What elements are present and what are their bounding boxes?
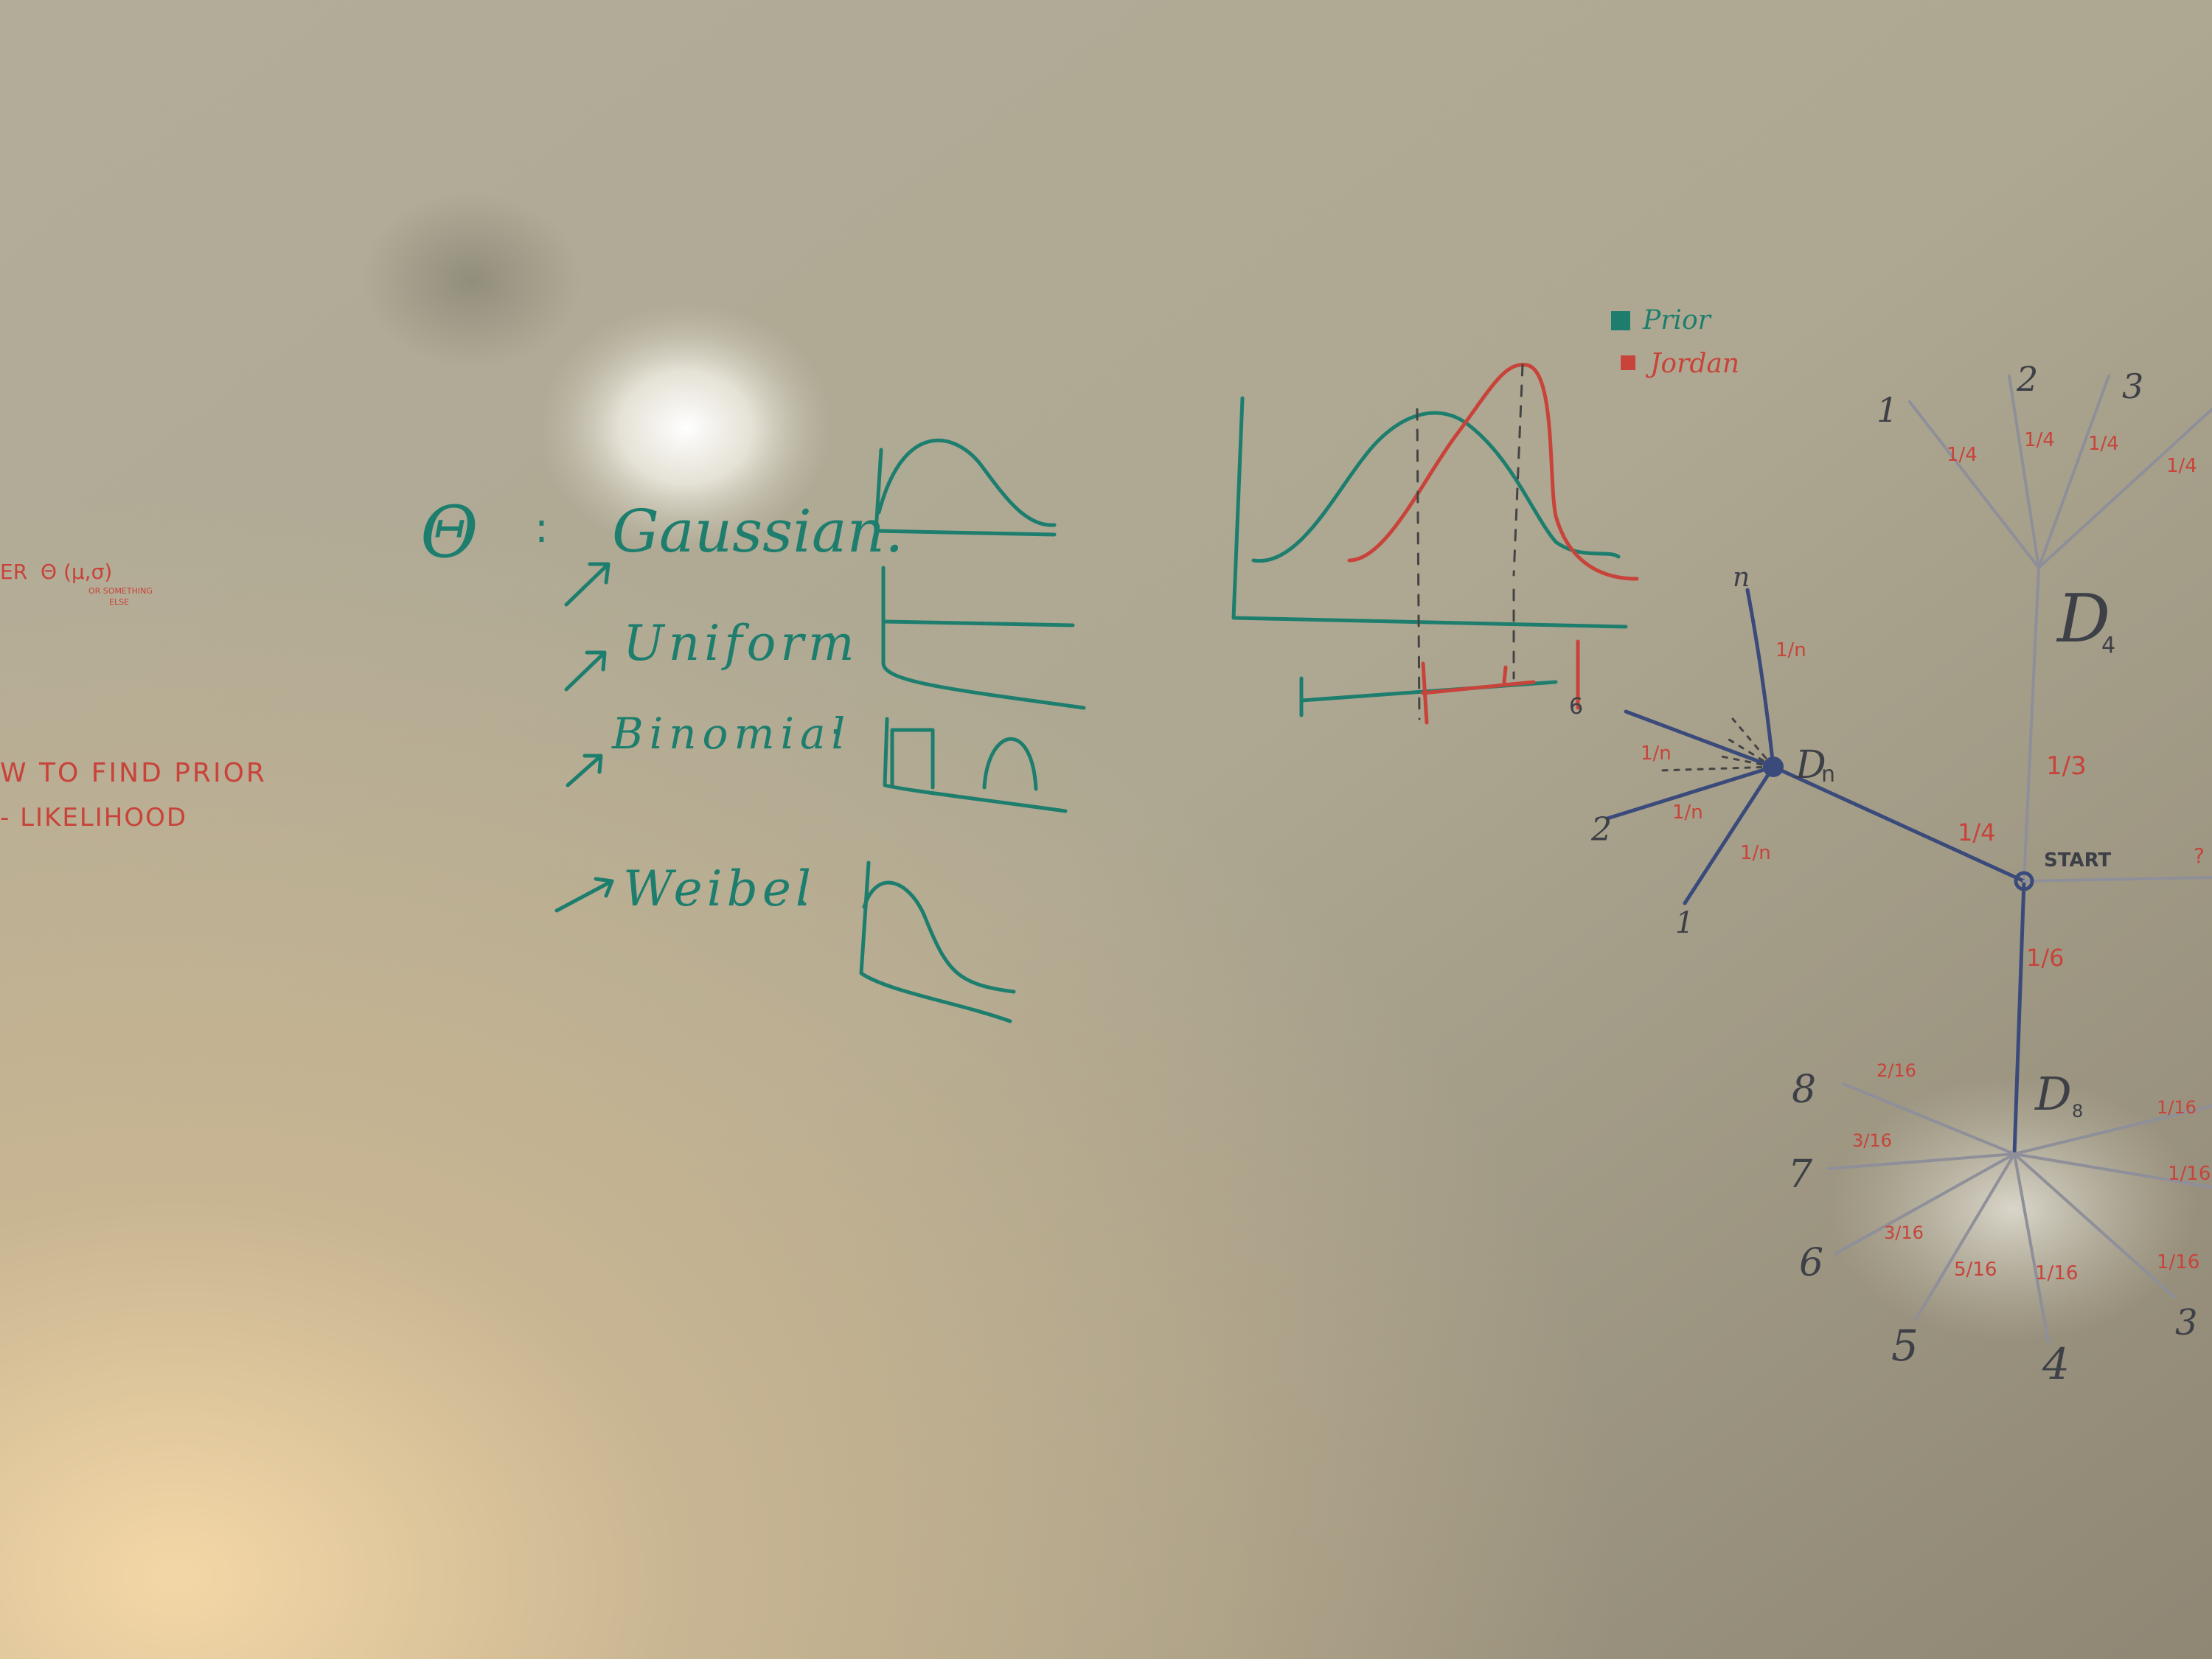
node-dn <box>1763 757 1784 777</box>
small-note-1: OR SOMETHING <box>88 586 153 596</box>
legend-label-prior: Prior <box>1642 305 1712 335</box>
dn-prob-dotted: 1/n <box>1641 742 1672 765</box>
board-stain <box>361 192 582 369</box>
dist-label-weibel: Weibel <box>623 860 815 917</box>
find-prior-line: W TO FIND PRIOR <box>0 758 267 788</box>
node-d8-subscript: 8 <box>2072 1101 2083 1121</box>
d8-prob-4: 1/16 <box>2035 1262 2078 1284</box>
d8-leaf-4: 4 <box>2042 1339 2070 1389</box>
distribution-list: Θ : Gaussian. Uniform : Binomial : Weibe… <box>420 438 1086 1023</box>
arrow-gaussian <box>564 562 611 607</box>
d8-prob-7: 3/16 <box>1852 1130 1892 1151</box>
left-notes: ER Θ (μ,σ) OR SOMETHING ELSE W TO FIND P… <box>0 560 267 832</box>
light-glare <box>538 302 833 553</box>
d8-prob-3: 1/16 <box>2157 1251 2199 1273</box>
theta-params: Θ (μ,σ) <box>41 560 112 584</box>
d4-prob-4: 1/4 <box>2166 455 2197 477</box>
d8-prob-2: 1/16 <box>2168 1163 2211 1185</box>
edge-start-d8 <box>2012 879 2026 1156</box>
gaussian-curve <box>877 438 1057 527</box>
prior-legend: Prior Jordan <box>1611 305 1739 379</box>
dn-leaf-n: n <box>1733 563 1750 593</box>
d8-prob-1: 1/16 <box>2157 1097 2197 1118</box>
prior-chart: Prior Jordan 6 <box>1231 305 1739 725</box>
d8-prob-8: 2/16 <box>1877 1060 1916 1081</box>
dn-prob-2: 1/n <box>1672 801 1703 824</box>
d8-leaf-3: 3 <box>2175 1302 2198 1343</box>
prior-mean-line <box>1416 408 1421 720</box>
param-line-fragment: ER <box>0 560 27 584</box>
binomial-bars <box>890 728 1038 791</box>
d4-prob-3: 1/4 <box>2088 433 2119 455</box>
d8-leaf-8: 8 <box>1792 1068 1816 1112</box>
node-dn-subscript: n <box>1821 762 1835 787</box>
dice-tree: 1 2 3 1/4 1/4 1/4 1/4 D 4 n 2 1 1/n 1/n … <box>1590 359 2212 1389</box>
d8-leaf-5: 5 <box>1891 1321 1919 1371</box>
d4-leaf-2: 2 <box>2016 359 2038 399</box>
edge-start-d4 <box>2023 566 2040 883</box>
dist-label-uniform: Uniform <box>623 615 859 672</box>
d4-prob-2: 1/4 <box>2024 429 2055 451</box>
node-d4-label: D <box>2056 580 2110 658</box>
axis-tick-label: 6 <box>1569 694 1583 720</box>
uniform-axes <box>881 566 1086 710</box>
arrow-weibel <box>554 877 614 913</box>
dn-prob-n: 1/n <box>1775 639 1806 661</box>
dn-prob-1: 1/n <box>1740 842 1771 864</box>
light-glare-right <box>1829 1077 2197 1342</box>
prior-axes <box>1231 396 1628 629</box>
edge-start-unknown <box>2023 876 2212 883</box>
dist-label-gaussian: Gaussian. <box>612 497 903 566</box>
weibel-curve <box>862 880 1016 994</box>
dist-colon-uniform: : <box>824 619 837 661</box>
node-dn-label: D <box>1795 743 1826 787</box>
legend-label-jordan: Jordan <box>1645 349 1739 379</box>
d8-leaf-7: 7 <box>1788 1152 1813 1197</box>
d8-leaf-6: 6 <box>1799 1241 1823 1285</box>
gaussian-axes <box>874 448 1057 537</box>
likelihood-line: - LIKELIHOOD <box>0 803 187 832</box>
dist-label-binomial: Binomial <box>611 709 851 759</box>
edge-weight-dn: 1/4 <box>1958 818 1996 846</box>
node-unknown-label: ? <box>2194 844 2205 868</box>
node-d4-subscript: 4 <box>2101 633 2115 658</box>
d4-prob-1: 1/4 <box>1947 444 1978 466</box>
node-start-label: START <box>2044 849 2111 872</box>
d4-leaf-1: 1 <box>1877 390 1898 430</box>
d8-branches <box>1827 1082 2212 1343</box>
small-note-2: ELSE <box>109 597 129 607</box>
dn-branches <box>1605 588 1775 905</box>
uniform-line <box>883 619 1075 627</box>
dn-leaf-2: 2 <box>1590 811 1612 849</box>
theta-colon: : <box>535 504 549 552</box>
dist-colon-weibel: : <box>796 872 809 914</box>
binomial-axes <box>883 717 1068 813</box>
node-start <box>2014 871 2034 891</box>
node-d8-label: D <box>2034 1067 2072 1121</box>
d8-prob-5: 5/16 <box>1954 1259 1997 1281</box>
edge-start-dn <box>1771 765 2026 883</box>
d4-leaf-3: 3 <box>2122 366 2143 406</box>
weibel-axes <box>859 860 1012 1023</box>
jordan-mean-line <box>1512 364 1524 680</box>
d4-branches <box>1908 375 2212 569</box>
theta-symbol: Θ <box>420 491 479 574</box>
edge-weight-d8: 1/6 <box>2026 944 2065 972</box>
arrow-uniform <box>564 650 607 692</box>
d8-prob-6: 3/16 <box>1884 1222 1924 1243</box>
dn-leaf-1: 1 <box>1675 906 1694 940</box>
legend-swatch-prior <box>1611 311 1630 330</box>
legend-swatch-jordan <box>1621 355 1635 370</box>
arrow-binomial <box>566 754 603 787</box>
edge-weight-d4: 1/3 <box>2046 751 2087 781</box>
prior-curve <box>1251 411 1621 563</box>
estimate-axis-red <box>1421 639 1580 725</box>
dist-colon-binomial: : <box>830 714 842 757</box>
dn-dotted-branches <box>1658 717 1775 772</box>
